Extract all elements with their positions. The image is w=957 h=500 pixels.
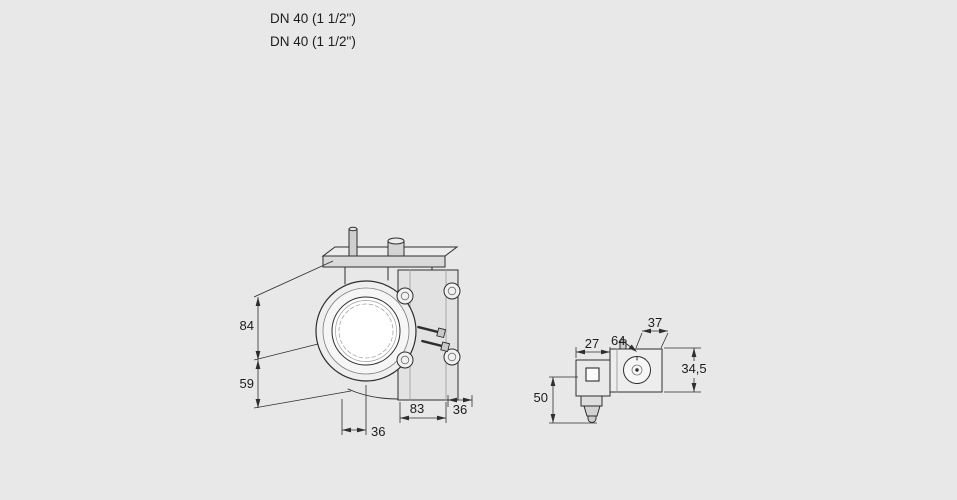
dim-label-36-right: 36	[453, 402, 467, 417]
side-screw-upper	[417, 325, 447, 339]
dim-label-27: 27	[585, 336, 599, 351]
dim-label-34-5: 34,5	[681, 361, 706, 376]
nominal-size-label-bottom: DN 40 (1 1/2")	[270, 34, 356, 49]
dim-label-83: 83	[410, 401, 424, 416]
dim-label-37: 37	[648, 315, 662, 330]
threaded-bore	[331, 296, 401, 366]
bolt-icon	[443, 282, 461, 300]
side-view-dimension-labels: 27 64 37 34,5 50	[534, 315, 707, 405]
dimension-arrow-icons	[550, 328, 697, 423]
bolt-icon	[443, 348, 461, 366]
front-view-dimensions: 84 59 36 83 36	[240, 260, 473, 439]
side-screw-lower	[421, 339, 451, 353]
bolt-icon	[396, 351, 414, 369]
cable-plug	[580, 395, 603, 407]
nominal-size-label-top: DN 40 (1 1/2")	[270, 11, 356, 26]
actuator-side-view	[575, 339, 663, 423]
drawing-header: DN 40 (1 1/2") DN 40 (1 1/2")	[270, 7, 356, 53]
positioning-pin	[348, 228, 358, 257]
dim-label-64: 64	[611, 333, 625, 348]
coil-window	[585, 367, 600, 382]
valve-front-view	[315, 226, 461, 401]
dim-label-84: 84	[240, 318, 254, 333]
bolt-icon	[396, 287, 414, 305]
dim-label-36-left: 36	[371, 424, 385, 439]
front-view-dimension-labels: 84 59 36 83 36	[240, 318, 468, 439]
mounting-plate	[322, 255, 446, 268]
dimension-arrow-icons	[255, 297, 472, 433]
dim-label-59: 59	[240, 376, 254, 391]
flange-bolts	[396, 282, 461, 369]
dim-label-50: 50	[534, 390, 548, 405]
side-view-dimensions: 27 64 37 34,5 50	[534, 315, 707, 424]
